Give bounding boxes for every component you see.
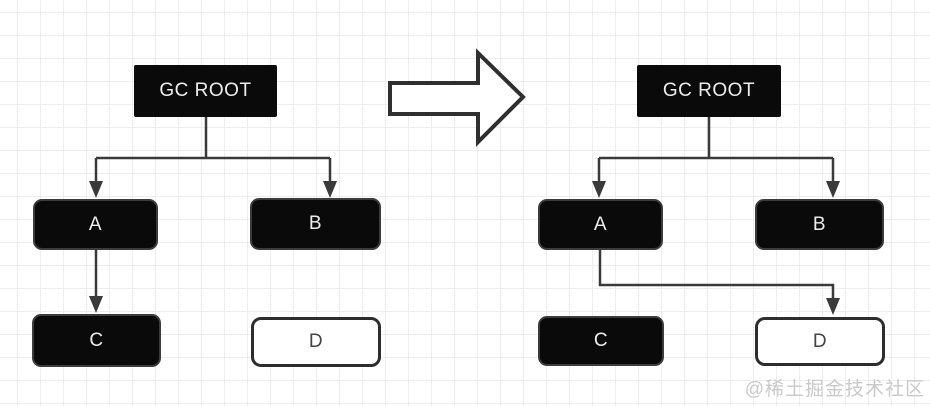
node-label: A: [593, 213, 608, 235]
arrowhead-after-b: [826, 181, 840, 198]
node-label: C: [89, 329, 104, 351]
node-label: B: [308, 213, 323, 234]
watermark: @稀土掘金技术社区: [744, 379, 925, 400]
edge-after-a-to-d: [598, 250, 835, 298]
node-d-after: D: [755, 317, 885, 366]
node-c-after: C: [538, 316, 664, 366]
node-label: C: [593, 330, 609, 351]
node-gc-root-after: GC ROOT: [637, 65, 781, 117]
node-a-before: A: [33, 199, 158, 250]
node-label: A: [88, 213, 103, 235]
node-label: GC ROOT: [662, 80, 756, 101]
arrowhead-after-d: [826, 298, 840, 315]
arrowhead-before-a: [89, 181, 103, 198]
node-c-before: C: [32, 314, 161, 367]
node-b-before: B: [250, 198, 381, 250]
node-a-after: A: [538, 199, 663, 250]
node-gc-root-before: GC ROOT: [134, 65, 277, 117]
node-label: B: [812, 213, 827, 235]
arrowhead-before-b: [323, 181, 337, 198]
node-d-before: D: [251, 317, 381, 367]
node-label: D: [812, 330, 828, 352]
node-label: D: [308, 331, 324, 352]
transition-arrow-icon: [388, 48, 526, 147]
node-b-after: B: [755, 199, 884, 250]
arrowhead-before-c: [89, 296, 103, 313]
arrowhead-after-a: [592, 181, 606, 198]
node-label: GC ROOT: [159, 80, 252, 101]
